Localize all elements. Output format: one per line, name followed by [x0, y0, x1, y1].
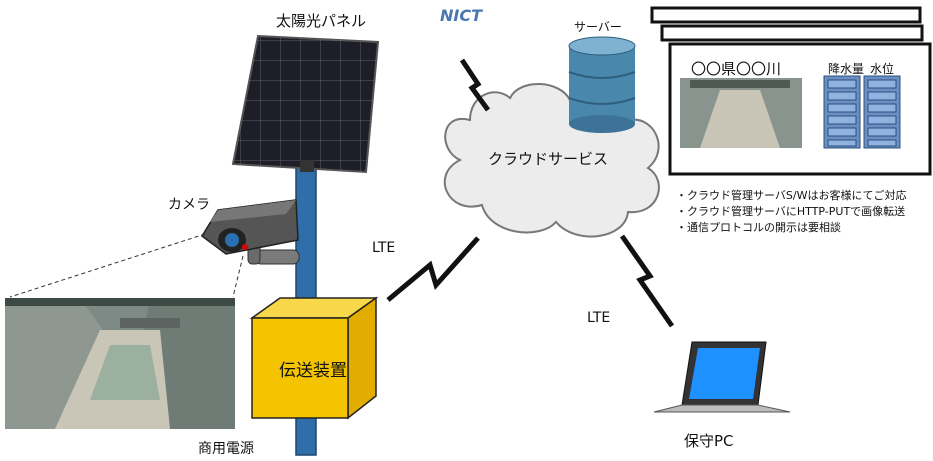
camera-view-line — [9, 233, 206, 298]
solar-panel-label: 太陽光パネル — [276, 12, 367, 30]
maintenance-pc-label: 保守PC — [684, 432, 734, 450]
water-level-bars — [863, 75, 901, 149]
monitor-title: 〇〇県〇〇川 — [691, 60, 782, 78]
lightning-icon — [386, 58, 675, 328]
notes-list: ・クラウド管理サーバS/Wはお客様にてご対応 ・クラウド管理サーバにHTTP-P… — [676, 188, 906, 236]
lte-left-label: LTE — [372, 240, 396, 256]
note-item: ・クラウド管理サーバS/Wはお客様にてご対応 — [676, 189, 907, 202]
monitor-river-photo — [680, 78, 802, 148]
camera-icon — [201, 199, 299, 255]
solar-panel-icon — [231, 34, 380, 174]
rainfall-label: 降水量 — [828, 62, 865, 76]
cloud-label: クラウドサービス — [488, 150, 609, 168]
note-item: ・クラウド管理サーバにHTTP-PUTで画像転送 — [676, 205, 906, 218]
server-label: サーバー — [574, 20, 622, 34]
camera-view-line — [232, 255, 244, 298]
transmitter-label: 伝送装置 — [279, 361, 347, 381]
lte-right-label: LTE — [587, 310, 611, 326]
note-item: ・通信プロトコルの開示は要相談 — [676, 221, 841, 234]
commercial-power-label: 商用電源 — [198, 441, 254, 457]
water-level-label: 水位 — [870, 62, 895, 76]
laptop-icon — [653, 341, 791, 413]
nict-label: NICT — [440, 6, 482, 25]
camera-label: カメラ — [168, 197, 210, 213]
transmitter-box — [249, 296, 379, 420]
server-icon — [568, 36, 636, 133]
rainfall-bars — [823, 75, 861, 149]
camera-photo — [5, 298, 235, 429]
